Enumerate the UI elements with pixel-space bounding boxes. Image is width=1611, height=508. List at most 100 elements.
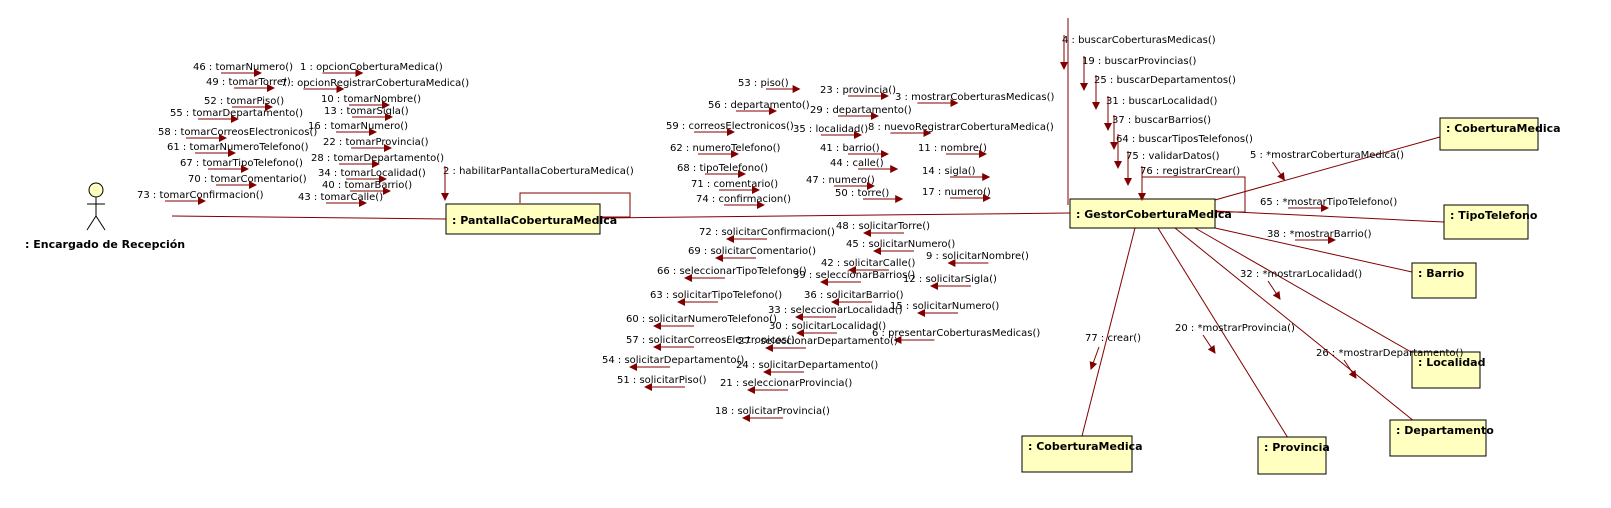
message-label: 49 : tomarTorre() (206, 77, 291, 88)
message-label: 74 : confirmacion() (696, 194, 791, 205)
message-arrow (1343, 359, 1357, 379)
message-label: 37 : buscarBarrios() (1112, 115, 1211, 126)
message-m49: 49 : tomarTorre() (206, 77, 291, 92)
message-label: 62 : numeroTelefono() (670, 143, 781, 154)
message-label: 47 : numero() (806, 175, 875, 186)
message-label: 32 : *mostrarLocalidad() (1240, 269, 1362, 280)
svg-text:: CoberturaMedica: : CoberturaMedica (1446, 122, 1561, 135)
message-m48: 48 : solicitarTorre() (836, 221, 930, 237)
message-label: 67 : tomarTipoTelefono() (180, 158, 303, 169)
message-m66: 66 : seleccionarTipoTelefono() (657, 266, 807, 282)
object-gestor[interactable]: : GestorCoberturaMedica (1069, 198, 1232, 229)
message-m56: 56 : departamento() (708, 100, 810, 115)
message-label: 24 : solicitarDepartamento() (736, 360, 878, 371)
object-localidad[interactable]: : Localidad (1411, 351, 1485, 389)
message-label: 69 : solicitarComentario() (688, 246, 816, 257)
message-label: 35 : localidad() (793, 124, 868, 135)
message-m40: 40 : tomarBarrio() (322, 180, 412, 195)
message-arrow (1202, 334, 1216, 354)
message-m54: 54 : solicitarDepartamento() (602, 355, 744, 371)
link-gestor-localidad (1194, 227, 1419, 357)
message-m50: 50 : torre() (835, 188, 904, 203)
message-label: 16 : tomarNumero() (308, 121, 408, 132)
message-label: 38 : *mostrarBarrio() (1267, 229, 1372, 240)
message-m2: 2 : habilitarPantallaCoberturaMedica() (441, 166, 634, 201)
message-label: 72 : solicitarConfirmacion() (699, 227, 835, 238)
messages: 46 : tomarNumero()1 : opcionCoberturaMed… (137, 35, 1463, 422)
message-m25: 25 : buscarDepartamentos() (1092, 75, 1236, 110)
message-label: 8 : nuevoRegistrarCoberturaMedica() (868, 122, 1054, 133)
svg-text:: Provincia: : Provincia (1264, 441, 1330, 454)
link-gestor-tipotel (1214, 210, 1445, 223)
object-pantalla[interactable]: : PantallaCoberturaMedica (445, 203, 617, 235)
message-m34: 34 : tomarLocalidad() (318, 168, 426, 183)
svg-text:: PantallaCoberturaMedica: : PantallaCoberturaMedica (452, 214, 617, 227)
message-arrow (1267, 280, 1281, 300)
message-m19: 19 : buscarProvincias() (1080, 56, 1196, 91)
message-m75: 75 : validarDatos() (1124, 151, 1220, 186)
message-label: 71 : comentario() (691, 179, 778, 190)
message-m61: 61 : tomarNumeroTelefono() (167, 142, 309, 157)
message-m77: 77 : crear() (1085, 333, 1141, 370)
object-barrio[interactable]: : Barrio (1411, 262, 1477, 299)
actor-label: : Encargado de Recepción (25, 238, 185, 251)
message-label: 55 : tomarDepartamento() (170, 108, 303, 119)
message-m8: 8 : nuevoRegistrarCoberturaMedica() (868, 122, 1054, 137)
message-m62: 62 : numeroTelefono() (670, 143, 781, 158)
message-label: 29 : departamento() (810, 105, 912, 116)
message-label: 17 : numero() (922, 187, 991, 198)
message-label: 45 : solicitarNumero() (846, 239, 955, 250)
message-label: 57 : solicitarCorreosElectronicos() (626, 335, 795, 346)
object-cobertura-medica-bottom[interactable]: : CoberturaMedica (1021, 435, 1143, 473)
message-m55: 55 : tomarDepartamento() (170, 108, 303, 123)
message-arrow (1271, 161, 1285, 181)
message-m3: 3 : mostrarCoberturasMedicas() (895, 92, 1054, 107)
message-label: 36 : solicitarBarrio() (804, 290, 904, 301)
message-label: 73 : tomarConfirmacion() (137, 190, 264, 201)
message-m32: 32 : *mostrarLocalidad() (1240, 269, 1362, 300)
message-label: 66 : seleccionarTipoTelefono() (657, 266, 807, 277)
message-label: 15 : solicitarNumero() (890, 301, 999, 312)
message-m30: 30 : solicitarLocalidad() (769, 321, 886, 337)
object-provincia[interactable]: : Provincia (1257, 436, 1330, 475)
message-m6: 6 : presentarCoberturasMedicas() (872, 328, 1040, 344)
message-label: 26 : *mostrarDepartamento() (1316, 348, 1463, 359)
message-m17: 17 : numero() (922, 187, 991, 202)
message-m70: 70 : tomarComentario() (188, 174, 307, 189)
link-gestor-cm-bottom (1081, 227, 1136, 437)
message-m37: 37 : buscarBarrios() (1110, 115, 1211, 150)
object-departamento[interactable]: : Departamento (1389, 419, 1494, 457)
message-m42: 42 : solicitarCalle() (821, 258, 915, 274)
message-label: 58 : tomarCorreosElectronicos() (158, 127, 317, 138)
message-m27: 27 : seleccionarDepartamento() (738, 336, 898, 352)
message-label: 22 : tomarProvincia() (323, 137, 429, 148)
message-label: 53 : piso() (738, 78, 789, 89)
actor-encargado: : Encargado de Recepción (25, 182, 185, 251)
link-gestor-barrio (1214, 227, 1413, 273)
message-m76: 76 : registrarCrear() (1138, 166, 1240, 201)
message-label: 39 : seleccionarBarrios() (793, 270, 915, 281)
message-m28: 28 : tomarDepartamento() (311, 153, 444, 168)
object-tipo-telefono[interactable]: : TipoTelefono (1443, 204, 1538, 240)
message-m29: 29 : departamento() (810, 105, 912, 120)
object-boxes: : PantallaCoberturaMedica : GestorCobert… (445, 117, 1561, 475)
message-label: 5 : *mostrarCoberturaMedica() (1250, 150, 1404, 161)
message-label: 4 : buscarCoberturasMedicas() (1062, 35, 1216, 46)
message-arrow (1089, 346, 1100, 370)
links (171, 18, 1445, 439)
selflink-pantalla (519, 192, 631, 218)
message-label: 41 : barrio() (820, 143, 880, 154)
object-cobertura-medica-right[interactable]: : CoberturaMedica (1439, 117, 1561, 151)
message-m33: 33 : seleccionarLocalidad() (768, 305, 903, 321)
message-m16: 16 : tomarNumero() (308, 121, 408, 136)
message-m35: 35 : localidad() (793, 124, 868, 139)
message-m46: 46 : tomarNumero() (193, 62, 293, 77)
message-m72: 72 : solicitarConfirmacion() (699, 227, 835, 243)
message-label: 75 : validarDatos() (1126, 151, 1220, 162)
svg-text:: CoberturaMedica: : CoberturaMedica (1028, 440, 1143, 453)
message-label: 65 : *mostrarTipoTelefono() (1260, 197, 1397, 208)
message-label: 56 : departamento() (708, 100, 810, 111)
message-m22: 22 : tomarProvincia() (323, 137, 429, 152)
message-label: 30 : solicitarLocalidad() (769, 321, 886, 332)
message-m68: 68 : tipoTelefono() (677, 163, 768, 178)
